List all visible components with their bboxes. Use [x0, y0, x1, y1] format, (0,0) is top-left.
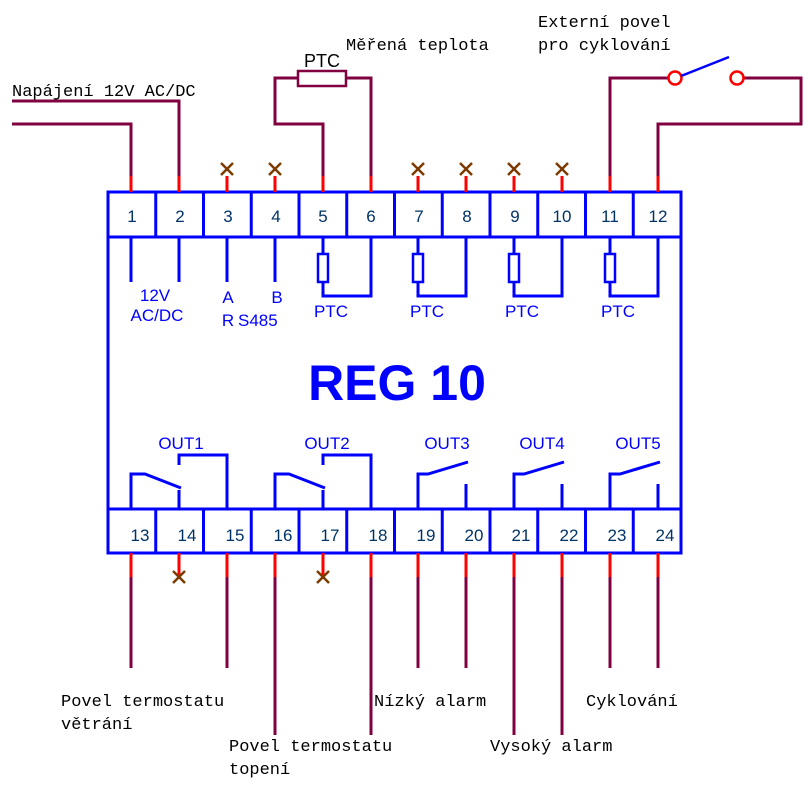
terminal-number: 2 [175, 207, 184, 226]
terminal-number: 15 [226, 526, 245, 545]
switch-contact-right [729, 70, 745, 86]
heat-cmd-label-line1: Povel termostatu [229, 738, 392, 757]
terminal-number: 9 [510, 207, 519, 226]
out3-label: OUT3 [424, 434, 469, 453]
terminal-number: 6 [366, 207, 375, 226]
ptc-sensor-symbol [296, 69, 348, 88]
external-labels: Napájení 12V AC/DC PTC Měřená teplota Ex… [12, 14, 678, 780]
out5-label: OUT5 [615, 434, 660, 453]
terminal-number: 12 [649, 207, 668, 226]
terminal-pins [129, 176, 660, 577]
external-wiring [12, 76, 803, 735]
internal-input-wiring [129, 237, 660, 298]
terminal-number: 3 [223, 207, 232, 226]
ptc-input-label: PTC [505, 302, 539, 321]
unused-terminal-mark [220, 162, 234, 176]
out5-contact [608, 460, 661, 509]
supply-label-line1: 12V [140, 286, 171, 305]
supply-label-line2: AC/DC [131, 306, 184, 325]
terminal-number: 8 [462, 207, 471, 226]
terminal-number: 13 [131, 526, 150, 545]
vent-cmd-label-line2: větrání [61, 716, 132, 735]
terminal-number: 14 [178, 526, 197, 545]
bottom-terminal-numbers: 13 14 15 16 17 18 19 20 21 22 23 24 [131, 526, 675, 545]
unused-terminal-marks [172, 162, 569, 584]
output-labels: OUT1 OUT2 OUT3 OUT4 OUT5 [158, 434, 660, 453]
top-terminal-dividers [154, 192, 635, 237]
power-wire-2 [12, 99, 181, 176]
inner-labels: 12V AC/DC A B R S485 PTC PTC PTC PTC [131, 286, 635, 330]
cycle-wire-left [608, 76, 668, 176]
switch-contact-left [667, 70, 683, 86]
rs485-b-label: B [271, 288, 282, 307]
terminal-number: 17 [321, 526, 340, 545]
rs485-a-label: A [222, 288, 234, 307]
unused-terminal-mark [507, 162, 521, 176]
terminal-number: 10 [553, 207, 572, 226]
terminal-number: 4 [271, 207, 280, 226]
ptc-input-label: PTC [601, 302, 635, 321]
module-title: REG 10 [308, 355, 486, 411]
power-label: Napájení 12V AC/DC [12, 83, 196, 102]
rs485-r-label: R [222, 311, 234, 330]
out3-contact [416, 460, 469, 509]
ptc-input-resistor [316, 252, 330, 284]
terminal-number: 23 [608, 526, 627, 545]
terminal-number: 24 [656, 526, 675, 545]
terminal-number: 22 [560, 526, 579, 545]
cycling-cmd-label-line1: Externí povel [538, 14, 671, 33]
out1-contact [129, 453, 229, 509]
terminal-number: 11 [601, 207, 619, 226]
terminal-number: 21 [512, 526, 531, 545]
out4-contact [512, 460, 565, 509]
cycling-switch-symbol [667, 55, 745, 86]
terminal-number: 16 [274, 526, 293, 545]
ptc-input-resistor [507, 252, 521, 284]
switch-lever [680, 55, 730, 78]
top-terminal-numbers: 1 2 3 4 5 6 7 8 9 10 11 12 [127, 207, 667, 226]
terminal-number: 7 [414, 207, 423, 226]
terminal-number: 5 [318, 207, 327, 226]
low-alarm-label: Nízký alarm [374, 693, 486, 712]
sensor-label: PTC [304, 51, 340, 71]
out4-label: OUT4 [519, 434, 564, 453]
terminal-number: 18 [369, 526, 388, 545]
unused-terminal-mark [459, 162, 473, 176]
terminal-number: 1 [127, 207, 136, 226]
out2-label: OUT2 [304, 434, 349, 453]
cycling-cmd-label-line2: pro cyklování [538, 37, 671, 56]
cycling-label: Cyklování [586, 693, 678, 712]
ptc-input-label: PTC [410, 302, 444, 321]
terminal-number: 19 [417, 526, 436, 545]
terminal-number: 20 [465, 526, 484, 545]
sensor-wire-left [273, 76, 325, 176]
unused-terminal-mark [172, 570, 186, 584]
sensor-wire-right [346, 76, 373, 176]
power-wire-1 [12, 122, 133, 176]
module-body [106, 190, 683, 555]
internal-output-relays [129, 453, 661, 509]
high-alarm-label: Vysoký alarm [490, 738, 612, 757]
measured-temp-label: Měřená teplota [346, 37, 489, 56]
out1-label: OUT1 [158, 434, 203, 453]
vent-cmd-label-line1: Povel termostatu [61, 693, 224, 712]
ptc-input-resistor [603, 252, 617, 284]
ptc-input-label: PTC [314, 302, 348, 321]
bottom-terminal-dividers [154, 509, 635, 553]
cycle-wire-right [656, 76, 803, 176]
unused-terminal-mark [411, 162, 425, 176]
heat-cmd-label-line2: topení [229, 761, 290, 780]
rs485-label: S485 [238, 311, 278, 330]
unused-terminal-mark [268, 162, 282, 176]
ptc-input-resistor [411, 252, 425, 284]
unused-terminal-mark [555, 162, 569, 176]
unused-terminal-mark [316, 570, 330, 584]
out2-contact [273, 453, 373, 509]
